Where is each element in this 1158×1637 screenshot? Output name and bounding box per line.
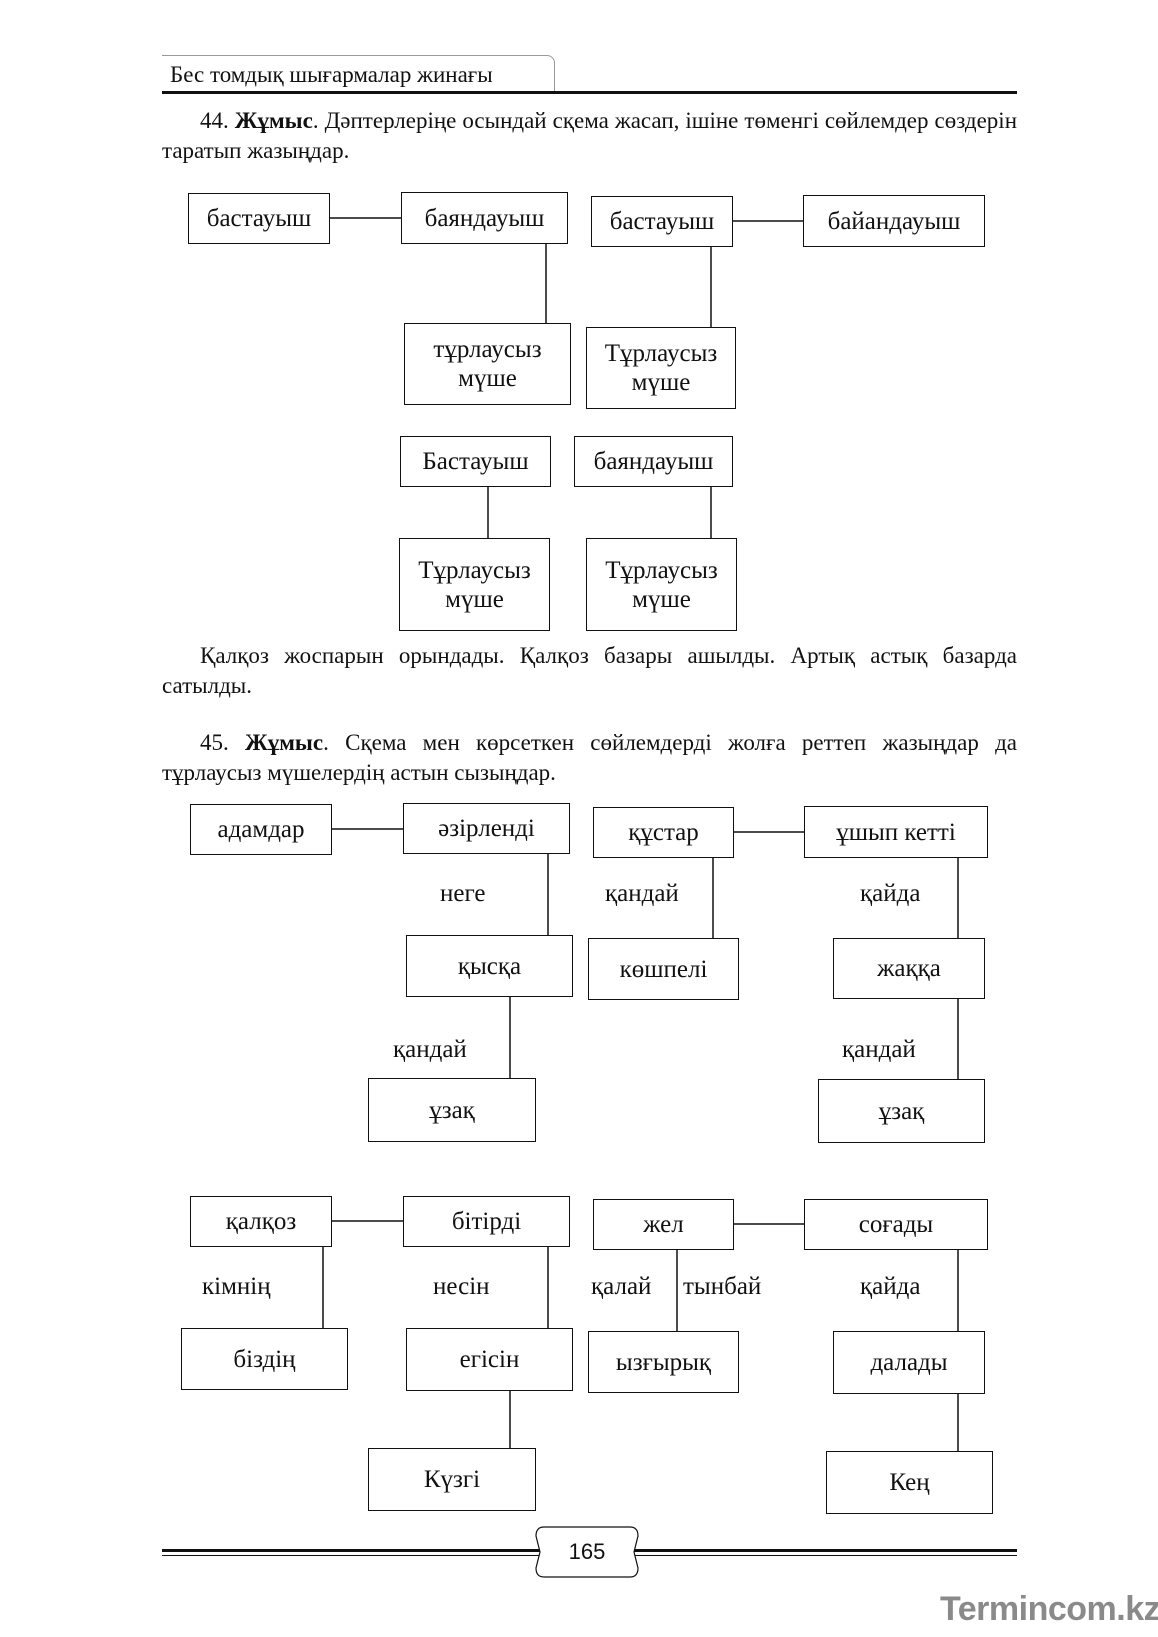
diagram-label: қандай — [605, 880, 679, 907]
footer-rule-left — [162, 1549, 540, 1552]
diagram-box: құстар — [593, 807, 734, 858]
footer-rule-left-thin — [162, 1555, 540, 1556]
page-number: 165 — [568, 1539, 606, 1564]
diagram-box: баяндауыш — [401, 192, 568, 244]
diagram-label: қайда — [860, 1273, 921, 1300]
header-tab — [162, 55, 555, 92]
diagram-box: бастауыш — [591, 196, 733, 247]
diagram-box: Тұрлаусыз мүше — [399, 538, 550, 631]
diagram-box: бастауыш — [188, 193, 330, 244]
page-number-frame — [535, 1526, 639, 1578]
diagram-label: тынбай — [683, 1273, 762, 1300]
diagram-box: ұзақ — [368, 1078, 536, 1142]
footer-rule-right — [634, 1549, 1017, 1552]
diagram-box: тұрлаусыз мүше — [404, 323, 571, 405]
diagram-box: ұшып кетті — [804, 806, 988, 858]
diagram-box: бітірді — [403, 1196, 570, 1247]
diagram-label: қайда — [860, 880, 921, 907]
diagram-box: Тұрлаусыз мүше — [586, 327, 736, 409]
diagram-box: ұзақ — [818, 1079, 985, 1143]
diagram-label: неге — [440, 880, 486, 907]
header-rule — [162, 91, 1017, 94]
diagram-box: Бастауыш — [400, 436, 551, 487]
diagram-label: қалай — [591, 1273, 652, 1300]
header-title: Бес томдық шығармалар жинағы — [170, 62, 493, 87]
diagram-label: кімнің — [202, 1273, 271, 1300]
exercise-44-text: 44. Жұмыс. Дәптерлеріңе осындай сқема жа… — [162, 108, 1018, 163]
diagram-label: қандай — [842, 1036, 916, 1063]
diagram-box: Кең — [826, 1451, 993, 1514]
footer-rule-right-thin — [634, 1555, 1017, 1556]
diagram-box: қысқа — [406, 935, 573, 997]
diagram-box: көшпелі — [588, 938, 739, 1000]
diagram-box: байандауыш — [803, 195, 985, 247]
diagram-box: қалқоз — [190, 1196, 332, 1247]
diagram-box: баяндауыш — [574, 436, 733, 487]
diagram-box: жаққа — [833, 938, 985, 999]
diagram-box: адамдар — [190, 804, 332, 855]
diagram-box: біздің — [181, 1328, 348, 1390]
exercise-45-text: 45. Жұмыс. Сқема мен көрсеткен сөйлемдер… — [162, 730, 1018, 785]
diagram-label: қандай — [393, 1036, 467, 1063]
diagram-box: Тұрлаусыз мүше — [586, 538, 737, 631]
diagram-box: егісін — [406, 1328, 573, 1391]
diagram-box: әзірленді — [403, 803, 570, 854]
diagram-box: далады — [833, 1331, 985, 1394]
diagram-box: соғады — [804, 1199, 988, 1250]
exercise-44-sentences: Қалқоз жоспарын орындады. Қалқоз базары … — [162, 643, 1017, 698]
diagram-box: ызғырық — [588, 1331, 739, 1393]
watermark-logo: Termincom.kz — [940, 1590, 1158, 1628]
diagram-label: несін — [433, 1273, 490, 1300]
diagram-box: жел — [593, 1199, 734, 1250]
diagram-box: Күзгі — [368, 1448, 536, 1511]
